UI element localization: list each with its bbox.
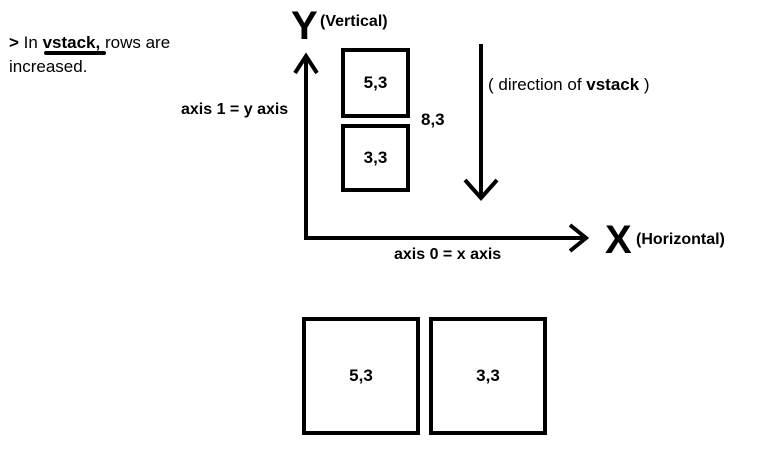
vstack-top-box: 5,3	[341, 48, 410, 118]
direction-label: ( direction of vstack )	[488, 75, 650, 95]
note-text-after: rows are	[100, 33, 171, 52]
x-axis-caption: (Horizontal)	[636, 231, 725, 248]
vstack-bottom-box: 3,3	[341, 124, 410, 192]
y-axis-arrowhead	[293, 52, 319, 75]
axis1-label: axis 1 = y axis	[181, 101, 289, 118]
y-axis-letter: Y	[291, 4, 318, 48]
axis0-label: axis 0 = x axis	[394, 246, 502, 263]
x-axis-letter: X	[605, 218, 632, 262]
note-keyword: vstack,	[42, 33, 101, 52]
note-line2: increased.	[9, 57, 88, 76]
x-axis-arrowhead	[568, 223, 590, 253]
keyword-underline	[44, 51, 106, 55]
note-text-before: In	[18, 33, 43, 52]
hstack-right-box-label: 3,3	[476, 366, 500, 385]
vstack-top-box-label: 5,3	[363, 73, 388, 92]
hstack-left-box-label: 5,3	[349, 366, 373, 385]
direction-arrowhead	[463, 178, 499, 202]
direction-close: )	[639, 75, 650, 94]
direction-open: ( direction of	[488, 75, 587, 94]
direction-keyword: vstack	[586, 75, 640, 94]
hstack-right-box: 3,3	[429, 317, 547, 435]
vstack-result-label: 8,3	[421, 110, 445, 129]
hstack-left-box: 5,3	[302, 317, 420, 435]
vstack-note: > In vstack, rows are increased.	[9, 31, 170, 79]
note-prefix: >	[9, 33, 19, 52]
vstack-bottom-box-label: 3,3	[363, 148, 388, 167]
y-axis-caption: (Vertical)	[320, 13, 388, 30]
